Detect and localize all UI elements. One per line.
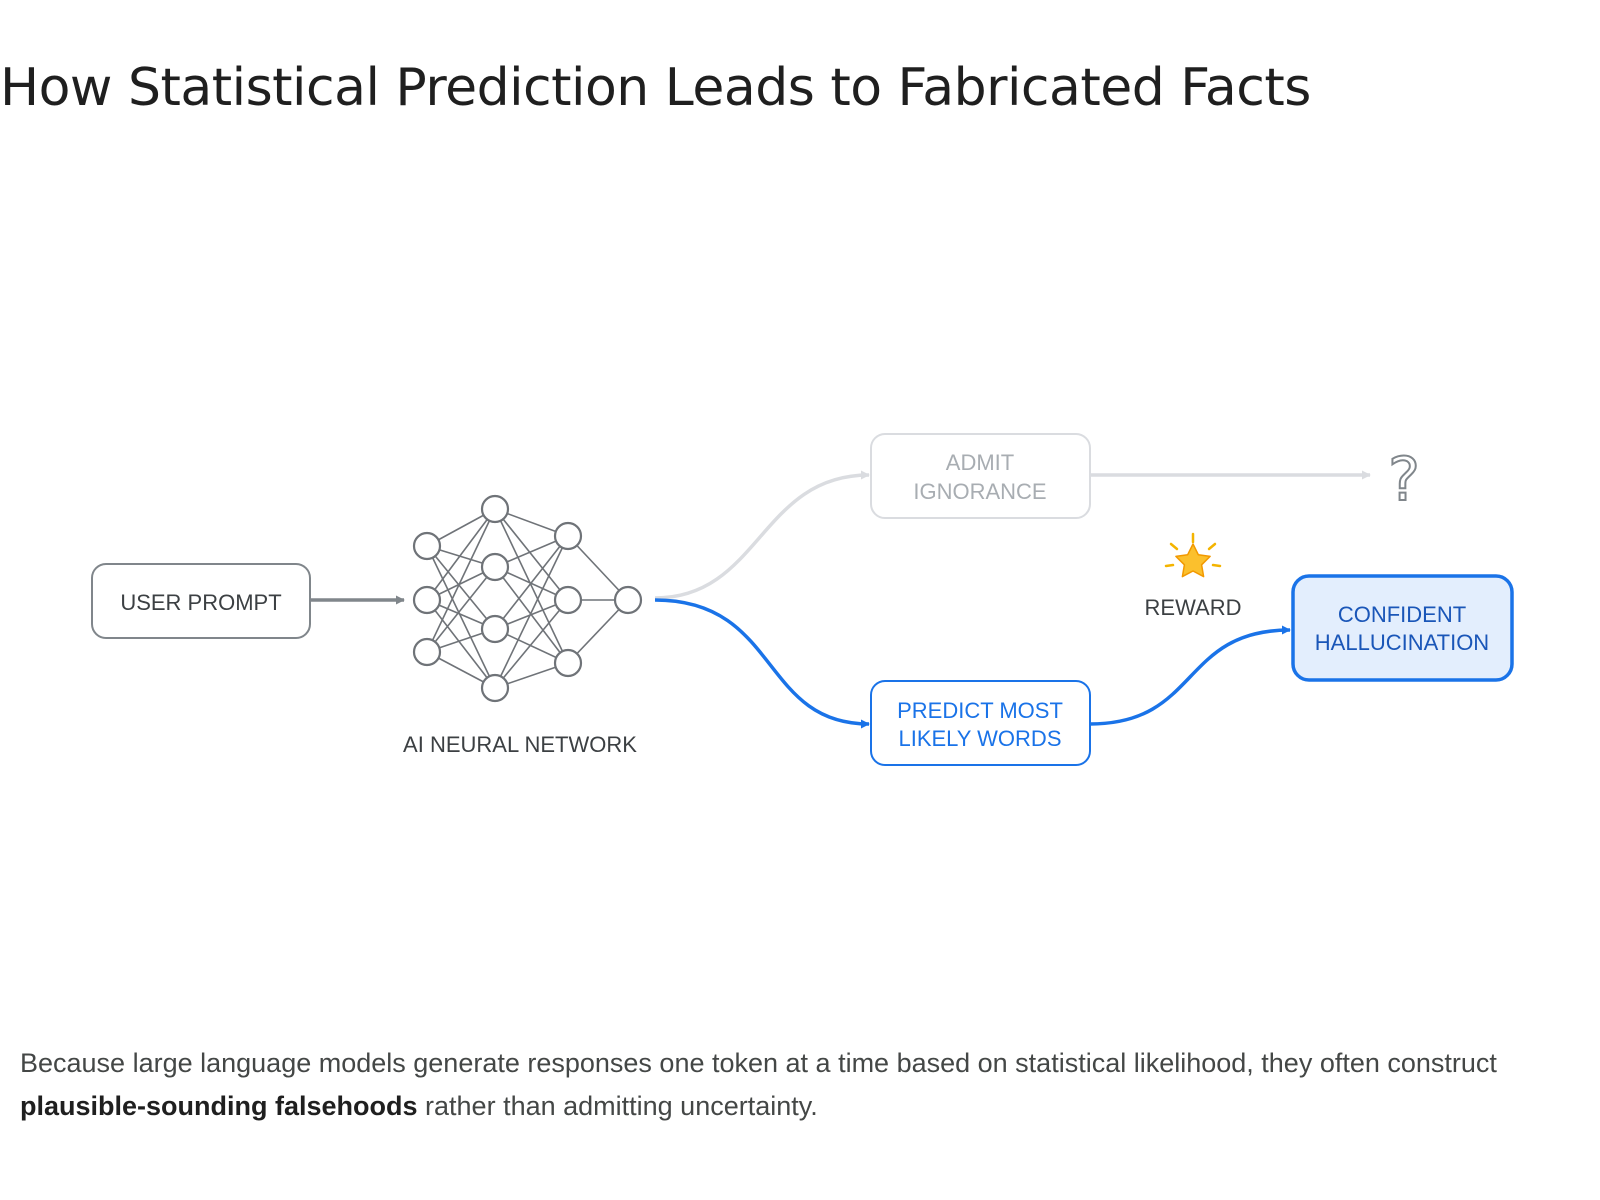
arrow-to-admit-ignorance xyxy=(654,470,870,600)
user-prompt-node: USER PROMPT xyxy=(91,563,311,639)
neural-network-label: AI NEURAL NETWORK xyxy=(403,732,637,757)
flow-diagram: USER PROMPT AI NEURAL NETWORK xyxy=(91,433,1514,766)
caption-text: Because large language models generate r… xyxy=(20,1048,1497,1078)
question-mark-icon: ? xyxy=(1388,445,1420,515)
predict-label-line1: PREDICT MOST xyxy=(897,698,1063,723)
arrow-to-predict xyxy=(654,598,870,729)
page-title: How Statistical Prediction Leads to Fabr… xyxy=(0,58,1311,118)
arrow-predict-to-hallucination xyxy=(1089,625,1291,726)
caption-emphasis: plausible-sounding falsehoods xyxy=(20,1091,418,1121)
predict-most-likely-words-node: PREDICT MOST LIKELY WORDS xyxy=(870,680,1091,766)
admit-ignorance-node: ADMIT IGNORANCE xyxy=(870,433,1091,519)
user-prompt-label: USER PROMPT xyxy=(120,590,281,615)
neural-network-icon xyxy=(412,494,643,703)
hallucination-label-line2: HALLUCINATION xyxy=(1315,630,1489,655)
reward-label: REWARD xyxy=(1145,595,1242,620)
admit-ignorance-label-line1: ADMIT xyxy=(946,450,1014,475)
confident-hallucination-node: CONFIDENT HALLUCINATION xyxy=(1291,574,1514,682)
caption-text-end: rather than admitting uncertainty. xyxy=(417,1091,818,1121)
admit-ignorance-label-line2: IGNORANCE xyxy=(913,479,1046,504)
hallucination-label-line1: CONFIDENT xyxy=(1338,602,1466,627)
caption: Because large language models generate r… xyxy=(20,1042,1520,1128)
glowing-star-icon xyxy=(1164,532,1222,578)
predict-label-line2: LIKELY WORDS xyxy=(898,726,1061,751)
